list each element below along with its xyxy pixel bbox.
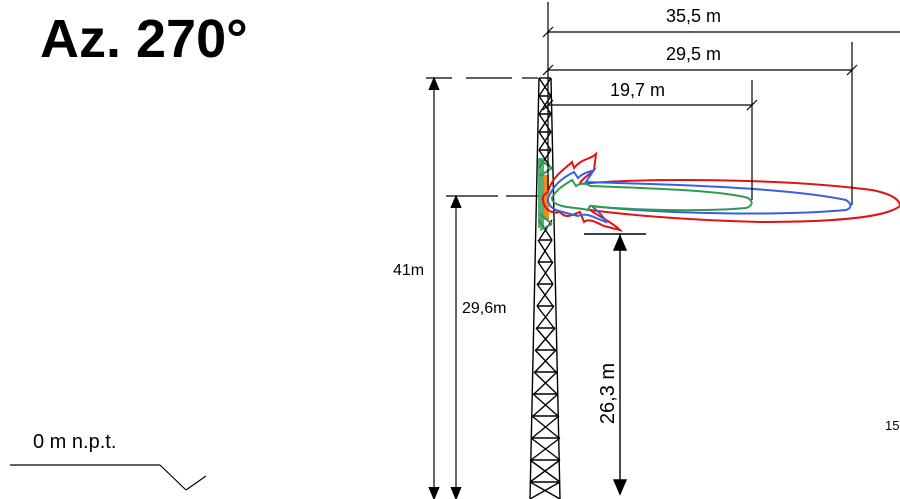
azimuth-title: Az. 270° [40,9,248,69]
dimension-29-5: 29,5 m [666,44,722,64]
ground-level-label: 0 m n.p.t. [33,431,117,453]
dimension-19-7: 19,7 m [610,80,666,100]
page-number: 15 [885,418,900,433]
top-dimension-lines [542,2,900,205]
green-pattern [551,178,753,212]
antenna-panels [538,158,553,231]
antenna-height-label: 29,6m [462,300,507,317]
blue-pattern [547,167,852,224]
clearance-label: 26,3 m [597,362,620,425]
clearance-dimension [584,233,646,496]
ground-reference-symbol [10,464,207,491]
dimension-35-5: 35,5 m [666,6,722,26]
height-dimension-lines [426,76,538,499]
tower-height-label: 41m [393,262,425,279]
lattice-tower [529,77,561,499]
